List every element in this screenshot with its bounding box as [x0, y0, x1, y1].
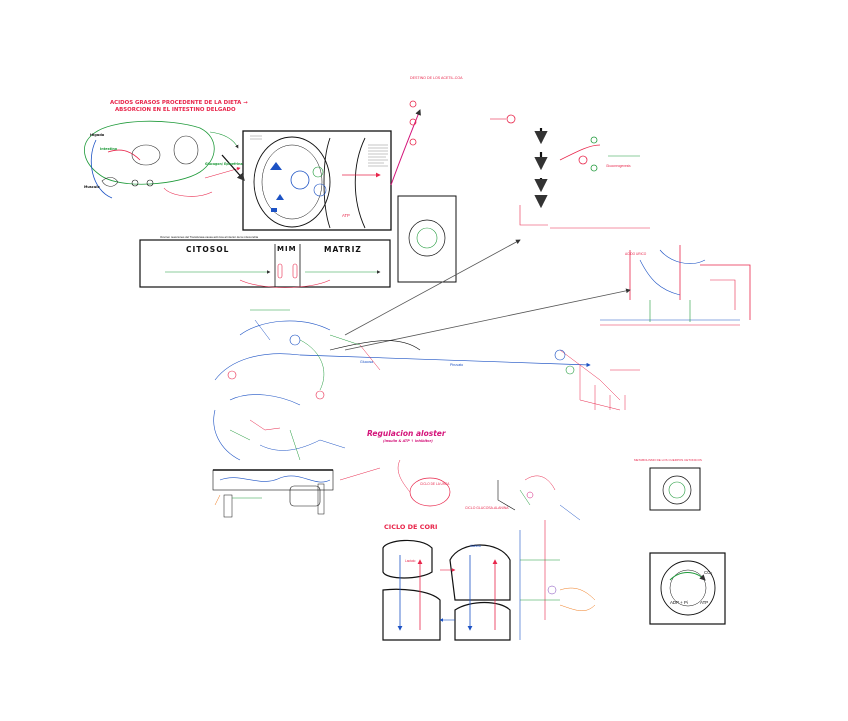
adp-pi-label: ADP + Pi	[670, 601, 688, 605]
glucose-alanine-title: CICLO GLUCOSA-ALANINA	[465, 507, 509, 510]
piruvato-label: Piruvato	[450, 364, 463, 368]
label-intestino: Intestino	[100, 148, 117, 151]
cori-cycle-panel	[383, 540, 510, 640]
ketone-box	[650, 468, 700, 510]
matriz-label: MATRIZ	[324, 246, 362, 254]
citosol-label: CITOSOL	[186, 246, 229, 254]
label-higado: Higado	[90, 134, 104, 138]
acid-urico-label: ACIDO URICO	[625, 253, 646, 256]
alanina-label: Alanina	[470, 545, 481, 548]
cori-cycle-title: CICLO DE CORI	[384, 524, 437, 531]
urea-cycle-title: CICLO DE LA UREA	[420, 483, 449, 486]
co2-label: CO₂	[704, 571, 712, 575]
lactato-label: Lactato	[405, 560, 415, 563]
label-musculo: Musculo	[84, 186, 100, 189]
acetyl-coa-fate-title: DESTINO DE LOS ACETIL-COA	[410, 77, 463, 81]
urea-cycle-panel	[600, 245, 750, 325]
dietary-fatty-acids-subtitle: ABSORCION EN EL INTESTINO DELGADO	[115, 108, 236, 113]
mim-label: MIM	[277, 246, 297, 253]
intestine-absorption-panel	[84, 121, 240, 198]
regulation-subtitle: (insulin & ATP ↑ inhibitor)	[383, 440, 433, 443]
oxphos-box	[650, 553, 725, 624]
acetyl-coa-fate-panel	[391, 101, 515, 282]
dietary-fatty-acids-title: ACIDOS GRASOS PROCEDENTE DE LA DIETA →	[110, 101, 248, 106]
glucosa-label: Glucosa	[360, 361, 373, 365]
glycolysis-pathway	[214, 240, 630, 460]
label-glucagon: Glucagon/ Epinefrina	[205, 163, 243, 166]
alanine-right-panel	[520, 520, 595, 640]
ketone-title: METABOLISMO DE LOS CUERPOS CETONICOS	[634, 459, 702, 462]
mitochondria-panel	[222, 131, 391, 230]
regulation-title: Regulacion aloster	[367, 430, 446, 438]
carnitine-caption: Ocurren reacciones del Transferasa causa…	[160, 236, 258, 239]
gluconeogenesis-label: Gluconeogenesis	[606, 165, 631, 168]
glucose-alanine-cycle	[498, 476, 580, 520]
right-mid-annotations	[595, 370, 640, 410]
atp-label: ATP	[700, 601, 708, 605]
lipoprotein-panel	[213, 468, 380, 517]
atp-mito-label: ATP	[342, 214, 350, 218]
regulation-block	[520, 128, 650, 228]
